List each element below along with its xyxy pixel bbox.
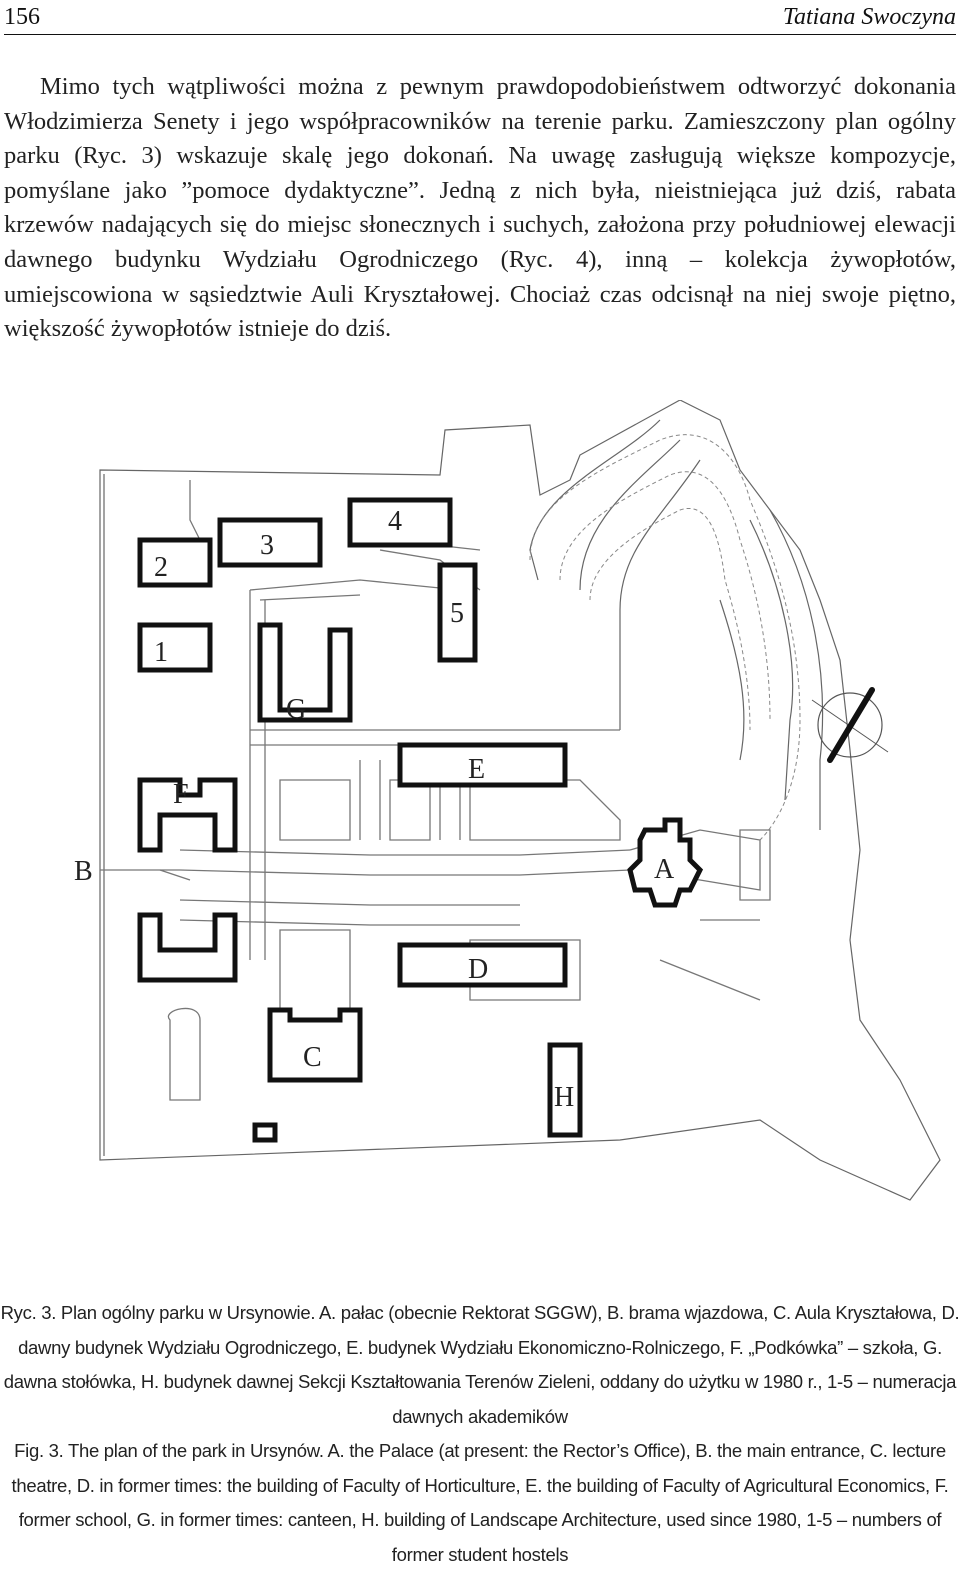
label-G: G: [286, 694, 306, 725]
label-E: E: [468, 754, 485, 785]
building-5: [437, 562, 478, 663]
label-4: 4: [388, 506, 402, 537]
page-number: 156: [4, 4, 40, 30]
building-4: [347, 497, 453, 548]
building-2: [137, 537, 213, 588]
compass-rose: [811, 687, 889, 763]
label-B: B: [74, 856, 93, 887]
label-5: 5: [450, 598, 464, 629]
label-2: 2: [154, 552, 168, 583]
building-3: [217, 517, 323, 568]
building-A: [627, 817, 704, 908]
building-D: [397, 942, 568, 988]
running-author: Tatiana Swoczyna: [782, 4, 956, 30]
park-plan-map: 2 1 3 4 5 G E F B A D C H: [74, 400, 941, 1201]
label-1: 1: [154, 637, 168, 668]
body-text: Mimo tych wątpliwości można z pewnym pra…: [4, 70, 956, 347]
building-1: [137, 622, 213, 673]
buildings: [137, 497, 704, 1143]
building-F: [137, 777, 238, 853]
shrub-bands: [529, 434, 801, 841]
label-H: H: [554, 1082, 574, 1113]
label-C: C: [303, 1042, 322, 1073]
figure-caption: Ryc. 3. Plan ogólny parku w Ursynowie. A…: [0, 1296, 960, 1572]
site-outline: [99, 400, 941, 1201]
running-header: 156 Tatiana Swoczyna: [4, 2, 956, 35]
caption-polish: Ryc. 3. Plan ogólny parku w Ursynowie. A…: [0, 1302, 960, 1427]
label-A: A: [654, 854, 675, 885]
building-F-lower: [137, 912, 238, 983]
body-paragraph: Mimo tych wątpliwości można z pewnym pra…: [4, 73, 956, 343]
label-3: 3: [260, 530, 274, 561]
park-plan-figure: 2 1 3 4 5 G E F B A D C H: [60, 400, 960, 1280]
building-C: [267, 1007, 363, 1083]
building-G: [257, 622, 353, 723]
caption-english: Fig. 3. The plan of the park in Ursynów.…: [11, 1440, 949, 1565]
small-building: [252, 1122, 278, 1143]
label-F: F: [173, 779, 189, 810]
building-E: [397, 742, 568, 788]
building-H: [547, 1042, 583, 1138]
label-D: D: [468, 954, 488, 985]
